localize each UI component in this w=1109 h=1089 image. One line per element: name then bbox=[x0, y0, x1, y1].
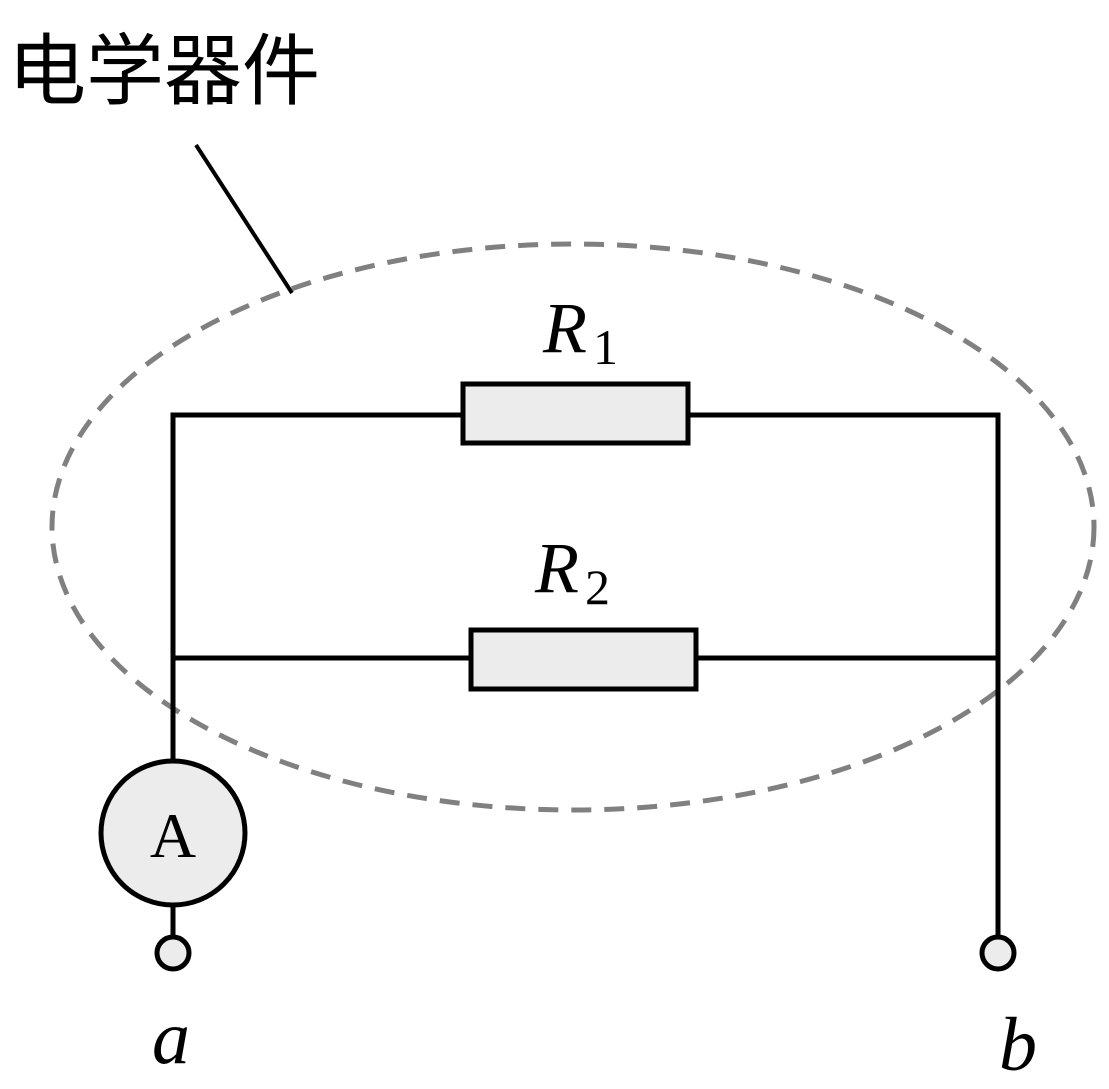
resistor-r2-symbol: R bbox=[534, 528, 579, 608]
ammeter-letter: A bbox=[150, 800, 196, 871]
resistor-r2 bbox=[468, 627, 699, 692]
resistor-r1 bbox=[460, 381, 691, 446]
resistor-r1-subscript: 1 bbox=[593, 319, 618, 375]
terminal-a-label: a bbox=[152, 996, 190, 1080]
device-title: 电学器件 bbox=[8, 27, 320, 117]
terminal-a bbox=[154, 934, 192, 972]
title-pointer-line bbox=[194, 143, 294, 295]
wire-top-left bbox=[170, 412, 466, 763]
resistor-r2-subscript: 2 bbox=[585, 559, 610, 615]
wire-top-right bbox=[685, 412, 1001, 941]
terminal-b-label: b bbox=[999, 1003, 1037, 1087]
resistor-r1-symbol: R bbox=[542, 288, 587, 368]
ammeter bbox=[98, 758, 248, 908]
device-boundary bbox=[49, 241, 1097, 813]
terminal-b bbox=[979, 934, 1017, 972]
